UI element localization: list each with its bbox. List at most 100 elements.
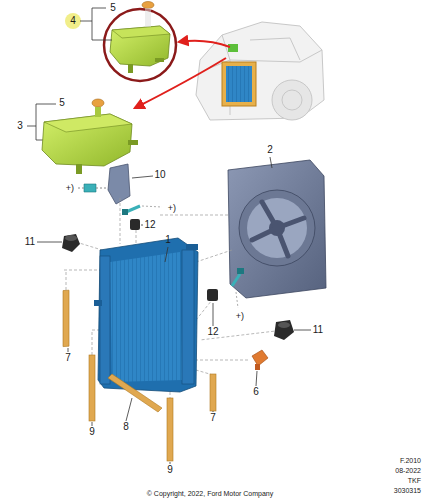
radiator (98, 238, 198, 392)
vehicle-outline (282, 90, 302, 110)
temperature-sensor (255, 364, 260, 370)
radiator (100, 256, 110, 384)
vehicle-radiator (222, 44, 256, 106)
expansion-tank (76, 164, 82, 174)
leader-line (170, 462, 171, 464)
air-seal (108, 374, 162, 412)
bolt-grommet (126, 206, 140, 212)
inset-reservoir (142, 2, 154, 9)
air-seal (63, 290, 216, 461)
radiator (182, 250, 194, 384)
rubber-mount (62, 234, 294, 340)
expansion-tank (42, 99, 138, 174)
radiator (110, 252, 182, 382)
leader-line (132, 176, 153, 178)
temperature-sensor (252, 350, 268, 370)
callout-number: 1 (165, 235, 171, 245)
bracket-leader (80, 8, 112, 40)
callout-number: 8 (123, 422, 129, 432)
drawing-reference: F.2010 (400, 457, 421, 464)
callout-highlight (65, 13, 81, 29)
inset-reservoir (104, 9, 176, 81)
callout-number: +) (66, 184, 74, 193)
drawing-reference: 3030315 (394, 487, 421, 494)
inset-reservoir (104, 2, 176, 82)
pointer-arrow (179, 41, 230, 47)
inset-reservoir (112, 26, 170, 38)
callout-number: 9 (167, 465, 173, 475)
rubber-mount (278, 322, 290, 328)
callout-number: 5 (59, 98, 65, 108)
leader-line (165, 247, 168, 262)
vehicle-outline (222, 35, 322, 62)
inset-reservoir (155, 58, 164, 62)
rubber-mount (274, 320, 294, 340)
temperature-sensor (252, 350, 268, 366)
fan-shroud (252, 202, 304, 256)
expansion-tank (128, 140, 138, 145)
air-seal (89, 355, 95, 421)
tank-bracket (96, 188, 108, 189)
callout-number: 2 (267, 145, 273, 155)
leader-line (92, 422, 93, 426)
bolt-grommet (207, 289, 218, 301)
fan-shroud (239, 190, 315, 266)
bolt-grommet (142, 206, 162, 207)
callout-number: 12 (207, 327, 218, 337)
expansion-tank (42, 114, 132, 166)
leader-line (141, 225, 143, 226)
rubber-mount (62, 234, 80, 252)
assembly-line (64, 198, 284, 400)
leader-line (37, 242, 62, 243)
callout-number: +) (168, 204, 176, 213)
drawing-reference: © Copyright, 2022, Ford Motor Company (147, 490, 274, 497)
leader-line (256, 371, 257, 386)
drawing-reference: 08-2022 (395, 467, 421, 474)
leader-line (213, 303, 214, 326)
callout-number: 7 (210, 413, 216, 423)
callout-number: +) (236, 312, 244, 321)
leader-line (68, 348, 69, 352)
assembly-line (120, 198, 230, 244)
vehicle-radiator (228, 44, 238, 52)
callout-number: 7 (65, 353, 71, 363)
bolt-grommet (130, 219, 140, 230)
fan-shroud (228, 160, 326, 298)
callout-number: 6 (253, 387, 259, 397)
tank-bracket (78, 188, 84, 189)
air-seal (167, 398, 173, 461)
tank-bracket (78, 164, 130, 204)
callout-number: 11 (25, 237, 35, 247)
bolt-grommet (237, 268, 244, 274)
leader-line (213, 411, 214, 412)
vehicle-outline (272, 80, 312, 120)
leader-line (37, 157, 311, 464)
bolt-grommet (236, 292, 238, 308)
radiator (186, 244, 198, 250)
rubber-mount (65, 235, 77, 241)
leader-line (126, 398, 132, 421)
inset-reservoir (110, 26, 170, 66)
radiator (94, 300, 102, 306)
air-seal (63, 290, 69, 346)
inset-reservoir (145, 8, 151, 27)
callout-number: 12 (144, 220, 155, 230)
vehicle-outline (196, 22, 324, 120)
leader-line (270, 157, 272, 168)
expansion-tank (95, 107, 101, 117)
vehicle-radiator (226, 66, 252, 102)
vehicle-outline (196, 22, 324, 120)
callout-number: 5 (110, 3, 116, 13)
callout-number: 9 (89, 427, 95, 437)
expansion-tank (44, 114, 132, 132)
bolt-grommet (122, 206, 244, 308)
vehicle-radiator (222, 62, 256, 106)
fan-shroud (247, 198, 307, 258)
drawing-reference: TKF (408, 477, 421, 484)
callout-number: 11 (313, 325, 323, 335)
tank-bracket (108, 164, 130, 204)
fan-shroud (228, 160, 326, 298)
bolt-grommet (122, 209, 128, 215)
